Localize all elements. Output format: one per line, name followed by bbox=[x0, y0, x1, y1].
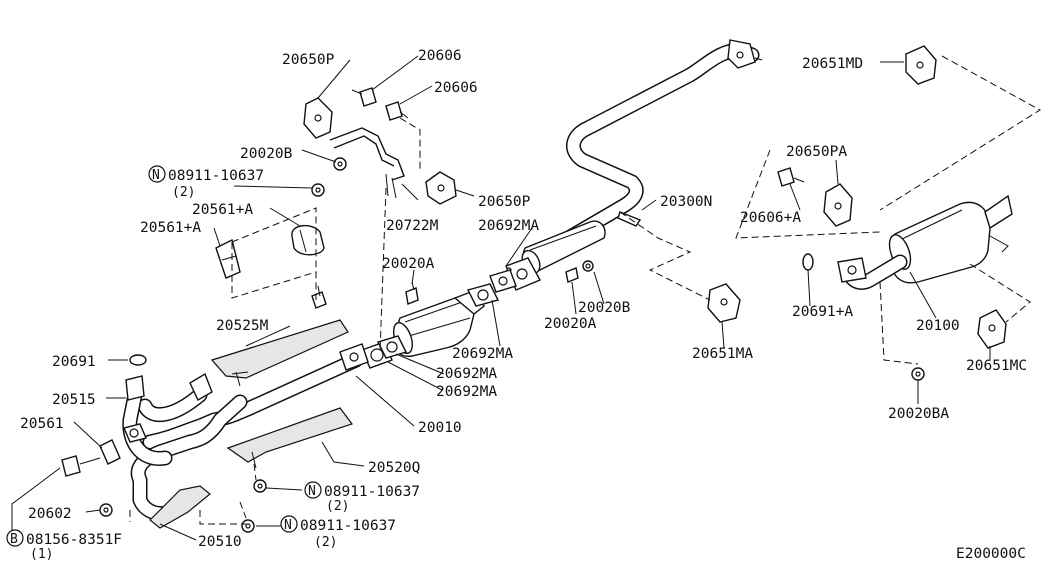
label-20651MC: 20651MC bbox=[966, 358, 1027, 374]
prefix-b: B bbox=[6, 529, 24, 547]
label-qty-top: (2) bbox=[172, 185, 195, 200]
label-20606-b: 20606 bbox=[434, 80, 478, 96]
label-20020B-mid: 20020B bbox=[578, 300, 631, 316]
diagram-code: E200000C bbox=[956, 546, 1026, 562]
hanger-rubber-20650P-mid bbox=[425, 171, 457, 205]
prefix-n-bot-text: N bbox=[284, 518, 292, 533]
nut-20020B-left bbox=[333, 157, 347, 171]
gasket-ring-20691 bbox=[129, 354, 147, 366]
center-pipe-20300N bbox=[540, 39, 763, 258]
stud-20020A-mid bbox=[565, 267, 579, 283]
label-20606-a: 20606 bbox=[418, 48, 462, 64]
label-20020BA: 20020BA bbox=[888, 406, 949, 422]
label-20561A-b: 20561+A bbox=[140, 220, 201, 236]
label-20650P-top: 20650P bbox=[282, 52, 335, 68]
label-08911-top: 08911-10637 bbox=[168, 168, 264, 184]
hanger-rubber-20650P-top bbox=[303, 97, 333, 139]
label-20602: 20602 bbox=[28, 506, 72, 522]
label-20515: 20515 bbox=[52, 392, 96, 408]
dashed-guide-lines bbox=[129, 55, 1041, 525]
label-qty-bot: (2) bbox=[314, 535, 337, 550]
nut-08911-top bbox=[311, 183, 325, 197]
label-20692MA-mid: 20692MA bbox=[452, 346, 513, 362]
label-20020A-top: 20020A bbox=[382, 256, 435, 272]
label-20691: 20691 bbox=[52, 354, 96, 370]
prefix-n-bot: N bbox=[280, 515, 298, 533]
label-20525M: 20525M bbox=[216, 318, 269, 334]
label-20651MD: 20651MD bbox=[802, 56, 863, 72]
label-20520Q: 20520Q bbox=[368, 460, 420, 476]
label-20020A-mid: 20020A bbox=[544, 316, 597, 332]
prefix-n-mid: N bbox=[304, 481, 322, 499]
bolt-08156 bbox=[61, 455, 101, 477]
main-muffler-20100 bbox=[837, 194, 1013, 290]
prefix-n-mid-text: N bbox=[308, 484, 316, 499]
bolt-20606-b bbox=[385, 101, 409, 121]
stud-20020A-top bbox=[405, 281, 419, 305]
prefix-n-top-text: N bbox=[152, 168, 160, 183]
label-20561: 20561 bbox=[20, 416, 64, 432]
label-20300N: 20300N bbox=[660, 194, 712, 210]
hanger-20651MD bbox=[905, 45, 937, 85]
bolt-20606A bbox=[777, 167, 805, 187]
clamp-20561A-b bbox=[215, 238, 241, 279]
gasket-ring-20691A bbox=[802, 253, 814, 271]
clamp-20561 bbox=[99, 439, 121, 465]
label-qty1: (1) bbox=[30, 547, 53, 562]
manifold-branch-pipes bbox=[122, 372, 248, 522]
nut-20020B-mid bbox=[582, 260, 594, 272]
bolt-clamp bbox=[311, 285, 327, 309]
gasket-set bbox=[361, 269, 517, 369]
hanger-20650PA bbox=[823, 183, 853, 227]
leader-lines bbox=[11, 55, 991, 541]
label-20692MA-c: 20692MA bbox=[436, 384, 497, 400]
hanger-20651MC bbox=[977, 309, 1007, 349]
hanger-20651MA bbox=[707, 283, 741, 323]
label-20561A-a: 20561+A bbox=[192, 202, 253, 218]
label-20651MA: 20651MA bbox=[692, 346, 753, 362]
label-20606A: 20606+A bbox=[740, 210, 801, 226]
label-08156: 08156-8351F bbox=[26, 532, 122, 548]
prefix-b-text: B bbox=[10, 532, 18, 547]
label-08911-mid: 08911-10637 bbox=[324, 484, 420, 500]
label-qty-mid: (2) bbox=[326, 499, 349, 514]
label-20692MA-top: 20692MA bbox=[478, 218, 539, 234]
label-20650PA: 20650PA bbox=[786, 144, 847, 160]
heat-insulator-20520Q bbox=[226, 407, 353, 469]
nut-08911-mid bbox=[253, 479, 267, 493]
label-20650P-mid: 20650P bbox=[478, 194, 531, 210]
label-20722M: 20722M bbox=[386, 218, 439, 234]
clamp-20561A-a bbox=[291, 225, 325, 256]
nut-20602 bbox=[99, 503, 113, 517]
label-20010: 20010 bbox=[418, 420, 462, 436]
label-20692MA-b: 20692MA bbox=[436, 366, 497, 382]
label-20510: 20510 bbox=[198, 534, 242, 550]
label-20100: 20100 bbox=[916, 318, 960, 334]
label-20020B-left: 20020B bbox=[240, 146, 293, 162]
bolt-20606-a bbox=[351, 87, 377, 107]
nut-08911-bot bbox=[241, 519, 255, 533]
label-20691A: 20691+A bbox=[792, 304, 853, 320]
heat-insulator-20510 bbox=[149, 485, 211, 529]
heat-insulator-20525M bbox=[210, 319, 349, 387]
label-08911-bot: 08911-10637 bbox=[300, 518, 396, 534]
bracket-20722M bbox=[329, 127, 405, 199]
prefix-n-top: N bbox=[148, 165, 166, 183]
nut-20020BA bbox=[911, 367, 925, 381]
